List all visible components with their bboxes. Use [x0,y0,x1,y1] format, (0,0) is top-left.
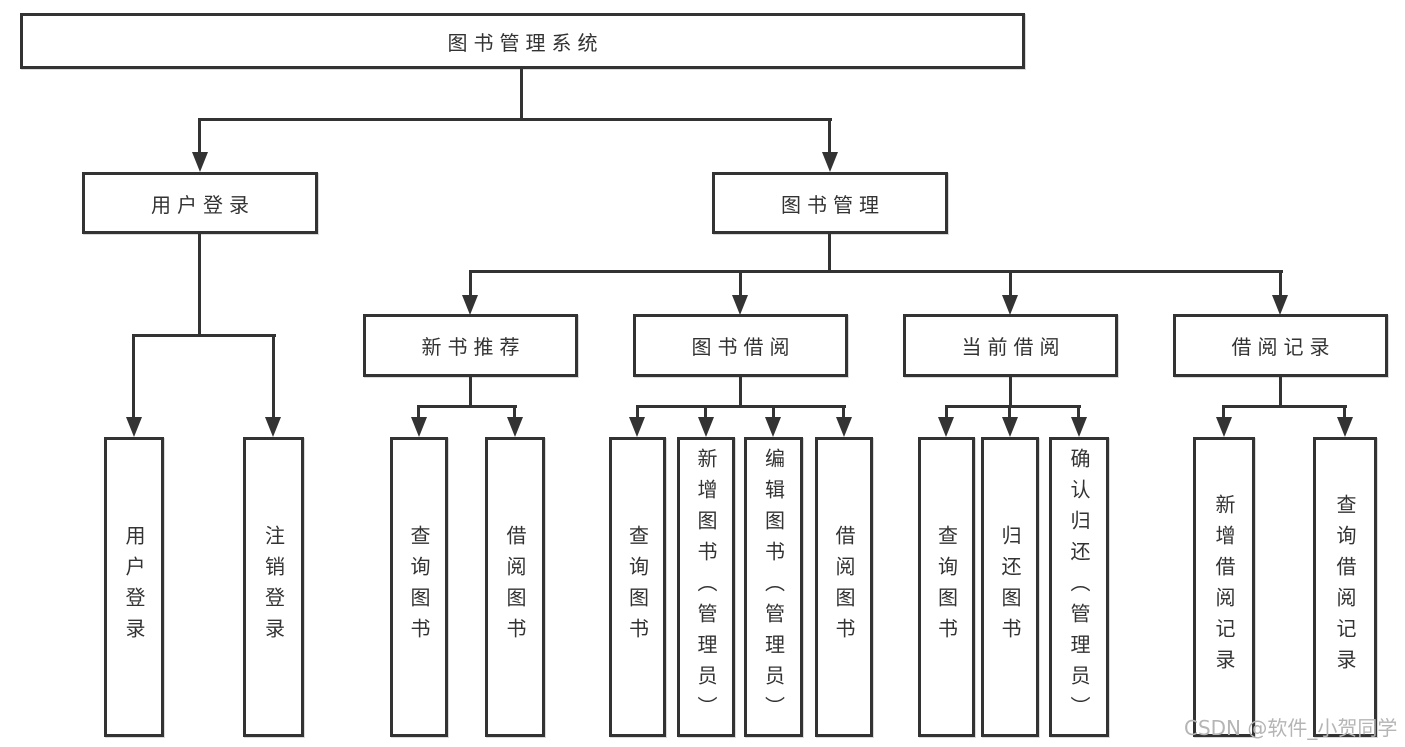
node-query-books-borrowing: 查询图书 [609,437,666,737]
node-edit-books-admin: 编辑图书（管理员） [744,437,803,737]
node-add-books-admin: 新增图书（管理员） [677,437,735,737]
connector-line [828,232,831,273]
arrow-down-icon [192,152,208,172]
connector-line [772,405,775,419]
arrow-down-icon [1216,417,1232,437]
arrow-down-icon [836,417,852,437]
node-borrow-books-recommend: 借阅图书 [485,437,545,737]
arrow-down-icon [629,417,645,437]
arrow-down-icon [938,417,954,437]
node-query-borrow-record: 查询借阅记录 [1313,437,1377,737]
arrow-down-icon [1071,417,1087,437]
node-label: 借阅图书 [503,525,527,649]
connector-line [198,232,201,336]
connector-line [636,405,639,419]
node-current-borrowing: 当前借阅 [903,314,1118,377]
connector-line [1009,270,1012,298]
arrow-down-icon [462,295,478,315]
connector-line [828,118,831,156]
node-label: 查询图书 [407,525,431,649]
connector-line [132,334,135,418]
connector-line [198,118,201,156]
connector-line [945,405,1081,408]
node-label: 查询图书 [625,525,650,649]
arrow-down-icon [1272,295,1288,315]
node-label: 确认归还（管理员） [1067,447,1091,727]
node-user-login-action: 用户登录 [104,437,164,737]
node-return-books: 归还图书 [981,437,1039,737]
arrow-down-icon [1337,417,1353,437]
node-label: 借阅图书 [832,525,856,649]
connector-line [1222,405,1225,419]
connector-line [1009,375,1012,407]
node-label: 编辑图书（管理员） [761,447,786,727]
node-label: 用户登录 [122,525,146,649]
connector-line [739,270,742,298]
arrow-down-icon [1002,417,1018,437]
connector-line [417,405,420,419]
arrow-down-icon [411,417,427,437]
connector-line [417,405,517,408]
node-user-login: 用户登录 [82,172,318,234]
connector-line [704,405,707,419]
arrow-down-icon [765,417,781,437]
node-borrowing-records: 借阅记录 [1173,314,1388,377]
connector-line [636,405,846,408]
node-confirm-return-admin: 确认归还（管理员） [1049,437,1109,737]
connector-line [132,334,276,337]
node-book-management: 图书管理 [712,172,948,234]
connector-line [1077,405,1080,419]
connector-line [469,270,472,298]
connector-line [469,270,1283,273]
arrow-down-icon [822,152,838,172]
arrow-down-icon [1002,295,1018,315]
connector-line [1343,405,1346,419]
node-logout-action: 注销登录 [243,437,304,737]
connector-line [1279,375,1282,407]
arrow-down-icon [732,295,748,315]
connector-line [842,405,845,419]
node-label: 注销登录 [261,525,286,649]
connector-line [1222,405,1347,408]
connector-line [945,405,948,419]
connector-line [520,69,523,121]
connector-line [1008,405,1011,419]
csdn-watermark: CSDN @软件_小贺同学 [1184,716,1398,740]
node-label: 查询借阅记录 [1333,494,1357,680]
arrow-down-icon [265,417,281,437]
node-query-books-recommend: 查询图书 [390,437,448,737]
connector-line [513,405,516,419]
node-label: 新增借阅记录 [1212,494,1236,680]
connector-line [272,334,275,418]
arrow-down-icon [507,417,523,437]
node-borrow-books-action: 借阅图书 [815,437,873,737]
node-label: 查询图书 [934,525,959,649]
arrow-down-icon [698,417,714,437]
connector-line [469,375,472,407]
node-query-books-current: 查询图书 [918,437,975,737]
node-label: 归还图书 [998,525,1022,649]
connector-line [739,375,742,407]
node-add-borrow-record: 新增借阅记录 [1193,437,1255,737]
arrow-down-icon [126,417,142,437]
node-label: 新增图书（管理员） [694,447,718,727]
node-new-book-recommendation: 新书推荐 [363,314,578,377]
node-library-system: 图书管理系统 [20,13,1025,69]
connector-line [1279,270,1282,298]
connector-line [198,118,832,121]
node-book-borrowing: 图书借阅 [633,314,848,377]
